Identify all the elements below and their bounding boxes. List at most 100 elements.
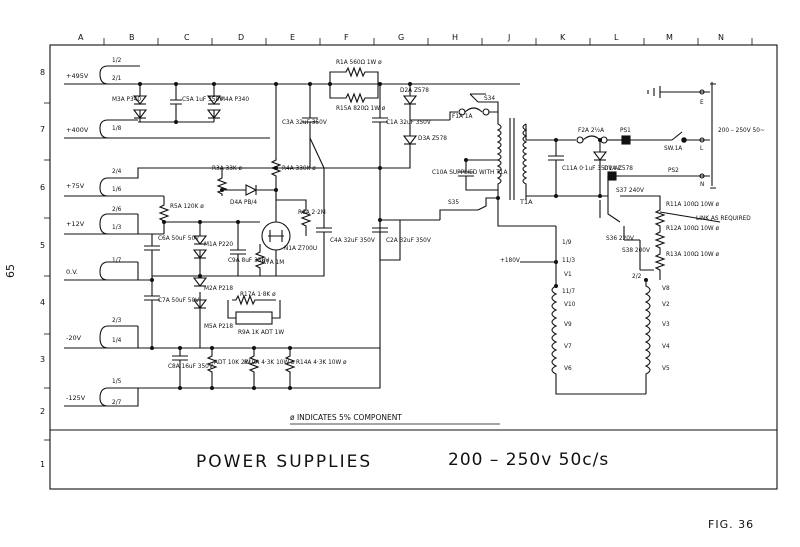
winding-v5: V5	[662, 366, 670, 372]
winding-labels: V1 V10 V9 V7 V6 V8 V2 V3 V4 V5 E L N	[564, 100, 704, 372]
grid-col-d: D	[238, 33, 244, 42]
label-c8a: C8A 16uF 350V	[168, 364, 213, 370]
label-s38: S38 200V	[622, 248, 650, 254]
winding-v8: V8	[662, 286, 670, 292]
winding-v9: V9	[564, 322, 572, 328]
winding-v4: V4	[662, 344, 670, 350]
grid-col-j: J	[507, 33, 510, 42]
label-c2a: C2A 32uF 350V	[386, 238, 431, 244]
term-1-2: 1/2	[112, 58, 122, 64]
term-1-8: 1/8	[112, 126, 122, 132]
label-c9a: C9A 8uF 350V	[228, 258, 269, 264]
label-f2a: F2A 2½A	[578, 127, 604, 134]
label-f1a: F1A 1A	[452, 114, 473, 120]
label-ps1: PS1	[620, 128, 631, 134]
rail-12v: +12V	[66, 220, 85, 228]
label-t1a: T1A	[519, 198, 533, 206]
label-m5a: M5A P218	[204, 324, 233, 330]
term-1-4: 1/4	[112, 338, 122, 344]
drawing-frame	[49, 44, 778, 490]
label-r4a: R4A 330K ø	[282, 166, 316, 172]
grid-row-7: 7	[40, 125, 45, 134]
label-c7a: C7A 50uF 50V	[158, 298, 199, 304]
winding-v2: V2	[662, 302, 670, 308]
label-n1a: N1A Z700U	[284, 246, 317, 252]
label-r14a: R14A 4·3K 10W ø	[296, 360, 347, 366]
grid-row-5: 5	[40, 241, 45, 250]
label-r7a: R7A 1M	[262, 260, 284, 266]
label-r13a: R13A 100Ω 10W ø	[666, 252, 720, 258]
label-c4a: C4A 32uF 350V	[330, 238, 375, 244]
drawing-subtitle: 200 – 250v 50c/s	[448, 450, 609, 470]
top-centre	[329, 66, 450, 261]
grid-col-b: B	[129, 33, 135, 42]
label-sw1a: SW.1A	[664, 146, 682, 152]
label-d2a: D2A Z578	[400, 88, 429, 94]
grid-row-6: 6	[40, 183, 45, 192]
term-1-6: 1/6	[112, 187, 122, 193]
label-mains: 200 – 250V 50~	[718, 128, 765, 134]
winding-v1: V1	[564, 272, 572, 278]
term-1-7: 1/7	[112, 258, 122, 264]
label-d1a: D1A Z578	[604, 166, 633, 172]
grid-rows: 8 7 6 5 4 3 2 1	[40, 68, 50, 469]
rail-labels: +495V +400V +75V +12V 0.V. -20V -125V	[66, 72, 89, 402]
grid-col-m: M	[666, 33, 673, 42]
drawing-title: POWER SUPPLIES	[196, 452, 372, 472]
grid-col-f: F	[344, 33, 349, 42]
label-r17a: R17A 1·8K ø	[240, 292, 276, 298]
winding-v7: V7	[564, 344, 572, 350]
figure-label: FIG. 36	[708, 518, 754, 531]
label-c11a: C11A 0·1uF 350V AC	[562, 166, 622, 172]
page-number: 65	[4, 264, 17, 278]
label-c5a: C5A 1uF 350V	[182, 97, 223, 103]
label-m1a: M1A P220	[204, 242, 233, 248]
grid-col-e: E	[290, 33, 295, 42]
label-plus180: +180V	[500, 258, 520, 264]
junction-dots	[138, 82, 648, 390]
label-r1a: R1A 560Ω 1W ø	[336, 60, 382, 66]
label-c1a: C1A 32uF 350V	[386, 120, 431, 126]
label-r15a: R15A 820Ω 1W ø	[336, 106, 386, 112]
label-r3a: R3A 33K ø	[212, 166, 243, 172]
left-components	[132, 84, 388, 388]
rail-75v: +75V	[66, 182, 85, 190]
rail-495v: +495V	[66, 72, 89, 80]
transformer-section	[439, 93, 560, 236]
grid-col-h: H	[452, 33, 458, 42]
label-r10a: R10A 4·3K 10W ø	[244, 360, 295, 366]
grid-row-3: 3	[40, 355, 45, 364]
term-11-7: 11/7	[562, 289, 575, 295]
label-s34: S34	[484, 96, 495, 102]
grid-row-4: 4	[40, 298, 45, 307]
term-2-7: 2/7	[112, 400, 122, 406]
grid-col-c: C	[184, 33, 190, 42]
terminal-labels: 1/2 2/1 1/8 2/4 1/6 2/6 1/3 1/7 2/3 1/4 …	[112, 58, 642, 406]
winding-v6: V6	[564, 366, 572, 372]
term-2-2: 2/2	[632, 274, 642, 280]
grid-col-a: A	[78, 33, 84, 42]
label-s35: S35	[448, 200, 459, 206]
term-1-9: 1/9	[562, 240, 572, 246]
mains-term-l: L	[700, 146, 704, 152]
grid-row-2: 2	[40, 407, 45, 416]
secondary-windings	[520, 236, 651, 395]
grid-col-n: N	[718, 33, 724, 42]
left-rails	[64, 65, 520, 407]
winding-v10: V10	[564, 302, 576, 308]
label-c6a: C6A 50uF 50V	[158, 236, 199, 242]
label-m3a: M3A P340	[112, 97, 141, 103]
rail-0v: 0.V.	[66, 268, 78, 276]
rail-125v: -125V	[66, 394, 86, 402]
term-2-1: 2/1	[112, 76, 122, 82]
mains-term-e: E	[700, 100, 704, 106]
winding-v3: V3	[662, 322, 670, 328]
label-s37: S37 240V	[616, 188, 644, 194]
term-2-6: 2/6	[112, 207, 122, 213]
grid-row-8: 8	[40, 68, 45, 77]
label-r11a: R11A 100Ω 10W ø	[666, 202, 720, 208]
grid-columns: A B C D E F G H J K L M N	[78, 33, 753, 45]
grid-col-l: L	[614, 33, 619, 42]
mains-term-n: N	[700, 182, 704, 188]
